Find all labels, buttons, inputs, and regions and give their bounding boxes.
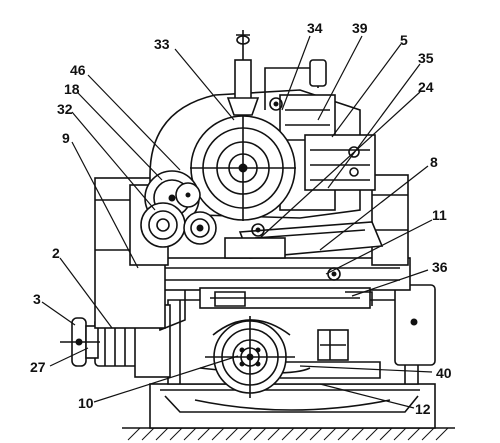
callout-34: 34 — [307, 20, 323, 36]
callout-3: 3 — [33, 291, 41, 307]
callout-46: 46 — [70, 62, 86, 78]
top-tower — [226, 30, 327, 116]
callout-40: 40 — [436, 365, 452, 381]
callout-18: 18 — [64, 81, 80, 97]
callout-10: 10 — [78, 395, 94, 411]
callout-12: 12 — [415, 401, 431, 417]
callouts: 34 39 33 5 46 35 18 24 32 9 8 11 2 36 3 … — [30, 20, 452, 417]
callout-2: 2 — [52, 245, 60, 261]
callout-8: 8 — [430, 154, 438, 170]
callout-9: 9 — [62, 130, 70, 146]
callout-5: 5 — [400, 32, 408, 48]
callout-27: 27 — [30, 359, 46, 375]
callout-33: 33 — [154, 36, 170, 52]
ground — [122, 427, 455, 441]
callout-36: 36 — [432, 259, 448, 275]
callout-11: 11 — [432, 207, 447, 223]
callout-24: 24 — [418, 79, 434, 95]
saddle — [224, 221, 384, 259]
base-plate — [149, 383, 436, 429]
callout-35: 35 — [418, 50, 434, 66]
callout-39: 39 — [352, 20, 368, 36]
callout-32: 32 — [57, 101, 73, 117]
gear-train — [140, 170, 217, 248]
central-gear — [190, 115, 296, 221]
leader-lines — [41, 35, 433, 409]
